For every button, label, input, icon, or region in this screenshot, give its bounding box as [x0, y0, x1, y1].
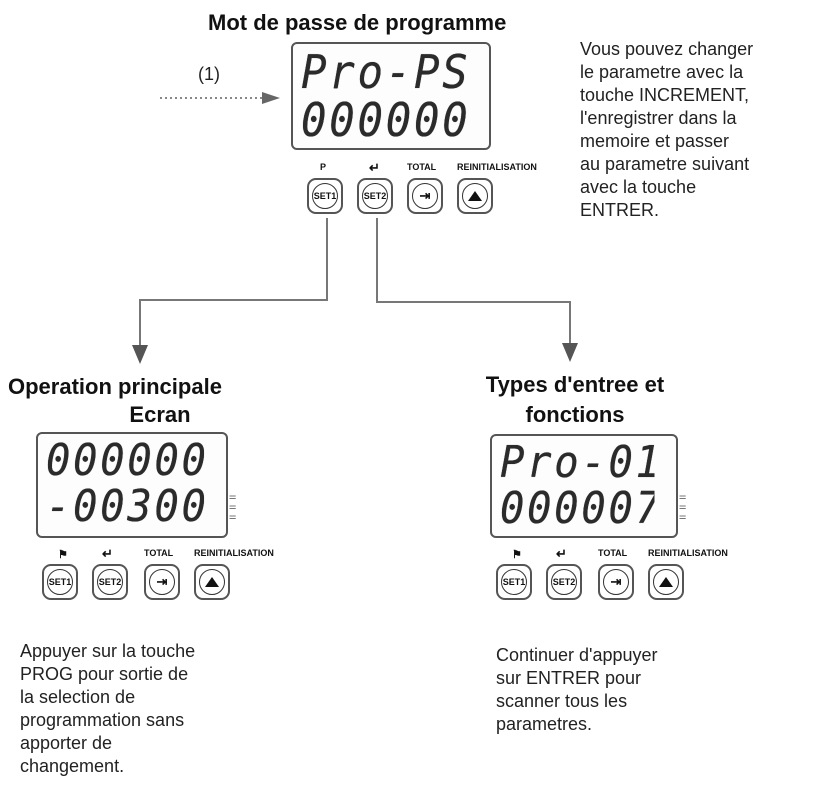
enter-arrow-icon: ↵ [102, 546, 113, 561]
set2-button[interactable]: SET2 [92, 564, 128, 600]
right-button-row: ⚑ ↵ TOTAL REINITIALISATION SET1 SET2 ⇥ [494, 546, 764, 600]
set1-button[interactable]: SET1 [42, 564, 78, 600]
right-display-line2: 000007 [500, 484, 655, 534]
up-triangle-icon [653, 569, 679, 595]
reset-button[interactable] [648, 564, 684, 600]
up-triangle-icon [462, 183, 488, 209]
total-button[interactable]: ⇥ [407, 178, 443, 214]
right-display-line1: Pro-01 [500, 438, 655, 488]
set2-connector [376, 218, 571, 346]
top-description-line: Vous pouvez changer [580, 39, 754, 59]
right-description-line: scanner tous les [496, 691, 628, 711]
right-title-line2: fonctions [525, 402, 625, 427]
left-button-row: ⚑ ↵ TOTAL REINITIALISATION SET1 SET2 ⇥ [40, 546, 310, 600]
right-arrow-head [562, 343, 578, 362]
left-description-line: PROG pour sortie de [20, 664, 189, 684]
total-icon: ⇥ [149, 569, 175, 595]
left-description-line: Appuyer sur la touche [20, 641, 196, 661]
set1-button[interactable]: SET1 [496, 564, 532, 600]
top-description-line: touche INCREMENT, [580, 85, 750, 105]
total-button[interactable]: ⇥ [598, 564, 634, 600]
up-triangle-icon [199, 569, 225, 595]
reset-label: REINITIALISATION [194, 548, 274, 558]
right-description-line: parametres. [496, 714, 593, 734]
dotted-arrow-head [262, 92, 280, 104]
total-button[interactable]: ⇥ [144, 564, 180, 600]
p-label: P [320, 162, 327, 172]
top-description-line: avec la touche [580, 177, 697, 197]
right-description: Continuer d'appuyer sur ENTRER pour scan… [496, 644, 736, 736]
total-icon: ⇥ [603, 569, 629, 595]
top-description: Vous pouvez changer le parametre avec la… [580, 38, 820, 222]
set2-button[interactable]: SET2 [546, 564, 582, 600]
left-title-line1: Operation principale [8, 374, 222, 399]
enter-arrow-icon: ↵ [556, 546, 567, 561]
top-title: Mot de passe de programme [208, 10, 507, 35]
enter-arrow-icon: ↵ [369, 160, 380, 175]
top-description-line: au parametre suivant [580, 154, 750, 174]
left-title-line2: Ecran [129, 402, 191, 427]
total-icon: ⇥ [412, 183, 438, 209]
reset-label: REINITIALISATION [457, 162, 537, 172]
total-label: TOTAL [407, 162, 437, 172]
set1-connector [139, 218, 328, 348]
left-description-line: changement. [20, 756, 125, 776]
set1-button-label: SET1 [501, 569, 527, 595]
top-description-line: memoire et passer [580, 131, 730, 151]
top-description-line: l'enregistrer dans la [580, 108, 737, 128]
reset-button[interactable] [457, 178, 493, 214]
right-description-line: Continuer d'appuyer [496, 645, 658, 665]
reference-label: (1) [198, 64, 220, 84]
left-display-side-marks: === [229, 490, 237, 524]
set2-button-label: SET2 [362, 183, 388, 209]
top-button-row: P ↵ TOTAL REINITIALISATION SET1 SET2 ⇥ [305, 160, 575, 214]
right-display-side-marks: === [679, 490, 687, 524]
right-description-line: sur ENTRER pour [496, 668, 642, 688]
left-arrow-head [132, 345, 148, 364]
set2-button[interactable]: SET2 [357, 178, 393, 214]
left-description-line: apporter de [20, 733, 113, 753]
left-display-line2: -003000 [46, 482, 204, 532]
reset-label: REINITIALISATION [648, 548, 728, 558]
set2-button-label: SET2 [551, 569, 577, 595]
top-display: Pro-PS 000000 [291, 42, 491, 150]
left-display: 000000 -003000 [36, 432, 228, 538]
set1-button-label: SET1 [47, 569, 73, 595]
right-title-line1: Types d'entree et [485, 372, 665, 397]
flag-icon: ⚑ [512, 549, 522, 561]
set1-button[interactable]: SET1 [307, 178, 343, 214]
flag-icon: ⚑ [58, 549, 68, 561]
top-display-line2: 000000 [301, 94, 467, 146]
left-description: Appuyer sur la touche PROG pour sortie d… [20, 640, 260, 778]
left-display-line1: 000000 [46, 436, 205, 486]
top-description-line: le parametre avec la [580, 62, 744, 82]
reset-button[interactable] [194, 564, 230, 600]
total-label: TOTAL [598, 548, 628, 558]
left-description-line: programmation sans [20, 710, 185, 730]
right-display: Pro-01 000007 [490, 434, 678, 538]
top-description-line: ENTRER. [580, 200, 660, 220]
total-label: TOTAL [144, 548, 174, 558]
left-description-line: la selection de [20, 687, 136, 707]
top-display-line1: Pro-PS [301, 46, 467, 98]
set2-button-label: SET2 [97, 569, 123, 595]
set1-button-label: SET1 [312, 183, 338, 209]
